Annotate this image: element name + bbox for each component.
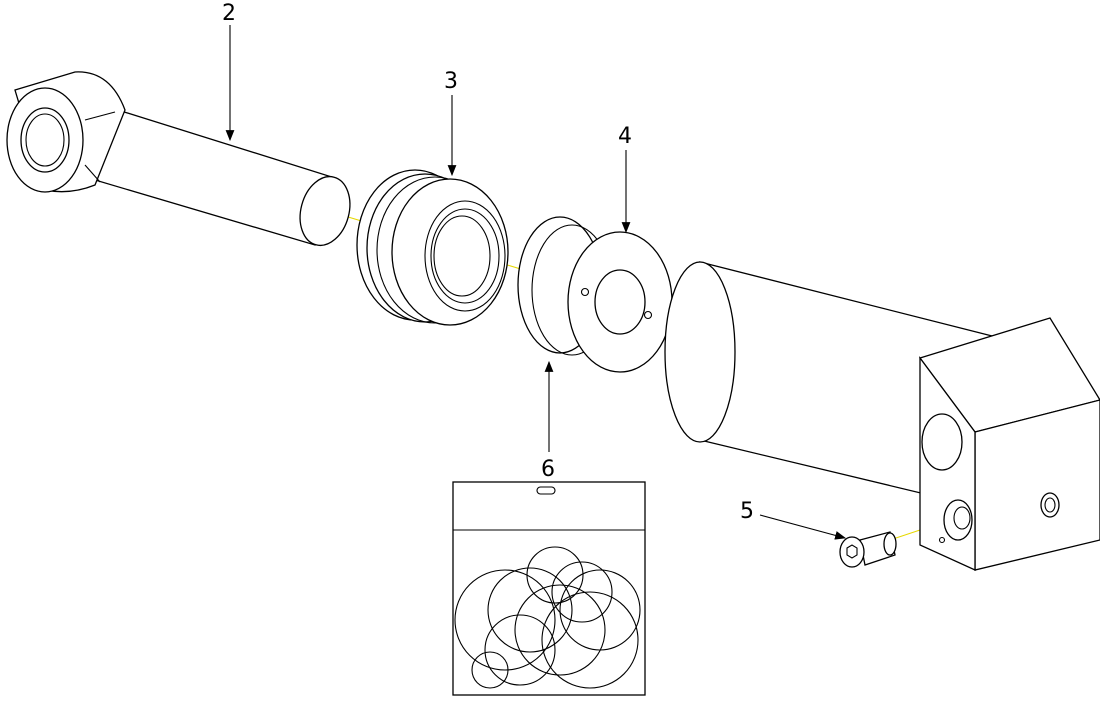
callout-6: 6 <box>541 360 555 482</box>
part-3-gland <box>356 169 509 326</box>
part-4-piston <box>517 216 673 373</box>
part-6-seal-kit-bag <box>452 481 646 696</box>
part-5-screw <box>839 531 897 568</box>
callout-5: 5 <box>740 499 847 540</box>
callout-4: 4 <box>618 124 632 234</box>
callout-3: 3 <box>444 69 458 177</box>
callout-label-5: 5 <box>740 499 754 524</box>
callout-2: 2 <box>222 1 236 142</box>
cylinder-barrel <box>664 261 1100 572</box>
part-2-piston-rod <box>6 71 351 247</box>
callout-label-2: 2 <box>222 1 236 26</box>
callout-label-6: 6 <box>541 457 555 482</box>
callout-label-4: 4 <box>618 124 632 149</box>
callout-label-3: 3 <box>444 69 458 94</box>
